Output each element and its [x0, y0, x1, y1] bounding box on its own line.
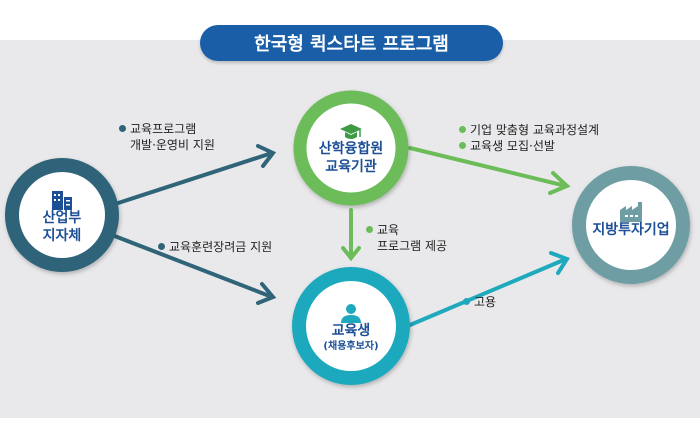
graduation-cap-icon [340, 124, 362, 139]
bullet-icon [463, 298, 470, 305]
note-program-provision: 교육 프로그램 제공 [366, 222, 447, 254]
company-circle [572, 166, 690, 284]
node-label: 교육기관 [325, 158, 377, 175]
node-label: 지자체 [42, 227, 82, 244]
node-institution: 산학융합원 교육기관 [306, 112, 396, 187]
bullet-icon [459, 142, 466, 150]
node-sublabel: (채용후보자) [323, 340, 379, 352]
factory-icon [620, 202, 642, 223]
arrow-institution-to-company [408, 146, 571, 195]
note-institution-roles: 기업 맞춤형 교육과정설계 교육생 모집·선발 [459, 122, 599, 154]
node-label: 지방투자기업 [592, 222, 670, 239]
note-employment: 고용 [463, 294, 496, 310]
node-label: 산학융합원 [318, 141, 384, 157]
note-training-incentive: 교육훈련장려금 지원 [158, 239, 272, 255]
person-icon [341, 304, 361, 323]
node-ministry: 산업부 지자체 [22, 180, 102, 255]
institution-circle [293, 90, 409, 206]
bullet-icon [366, 226, 373, 233]
node-trainee: 교육생 (채용후보자) [306, 292, 396, 364]
arrow-trainee-to-company [408, 251, 571, 327]
note-program-support: 교육프로그램 개발·운영비 지원 [119, 121, 215, 153]
node-company: 지방투자기업 [586, 190, 676, 250]
arrow-ministry-to-institution [110, 144, 277, 207]
trainee-circle [292, 267, 410, 385]
node-label: 산업부 [42, 210, 82, 226]
arrow-ministry-to-trainee [110, 233, 277, 305]
arrow-institution-to-trainee [341, 208, 361, 262]
ministry-circle [5, 158, 119, 272]
node-label: 교육생 [331, 323, 371, 339]
page-title: 한국형 퀵스타트 프로그램 [200, 25, 503, 61]
bullet-icon [158, 243, 165, 250]
building-icon [52, 191, 72, 210]
bullet-icon [459, 126, 466, 133]
bullet-icon [119, 125, 126, 132]
